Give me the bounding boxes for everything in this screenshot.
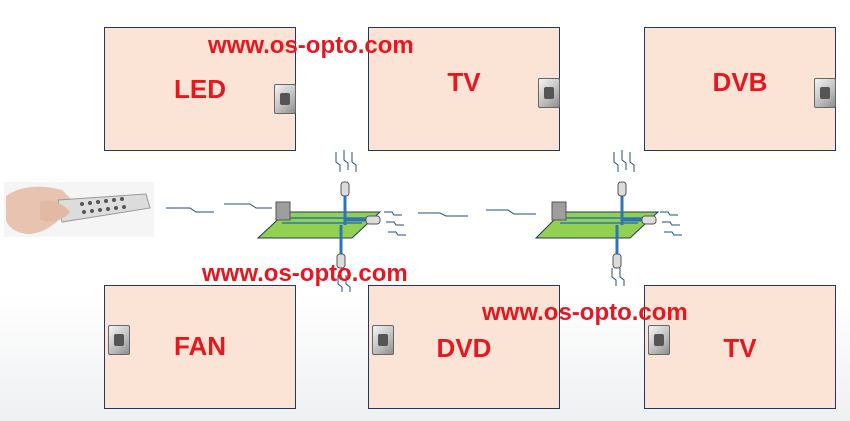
box-led: LED [104,27,296,151]
ir-sensor-icon [372,325,394,355]
ir-sensor-icon [538,78,560,108]
box-tv-bottom-label: TV [723,332,757,363]
ir-sensor-icon [274,84,296,114]
box-tv-top: TV [368,27,560,151]
box-dvd-label: DVD [436,332,492,363]
watermark-middle: www.os-opto.com [202,260,408,287]
box-dvb: DVB [644,27,836,151]
signal-wave-icon [166,203,536,217]
box-led-label: LED [174,73,226,104]
ir-sensor-icon [814,78,836,108]
ir-sensor-icon [648,325,670,355]
watermark-bottom-right: www.os-opto.com [482,299,688,326]
ir-repeater-board [534,181,660,269]
box-fan: FAN [104,285,296,409]
hand-remote-control-icon [4,182,154,237]
box-dvb-label: DVB [712,66,768,97]
ir-repeater-board [256,181,382,269]
box-fan-label: FAN [174,330,226,361]
ir-sensor-icon [108,325,130,355]
box-tv-bottom: TV [644,285,836,409]
watermark-top: www.os-opto.com [208,32,414,59]
box-tv-top-label: TV [447,66,481,97]
signal-wave-icon [611,150,682,286]
box-dvd: DVD [368,285,560,409]
signal-wave-icon [335,150,406,292]
